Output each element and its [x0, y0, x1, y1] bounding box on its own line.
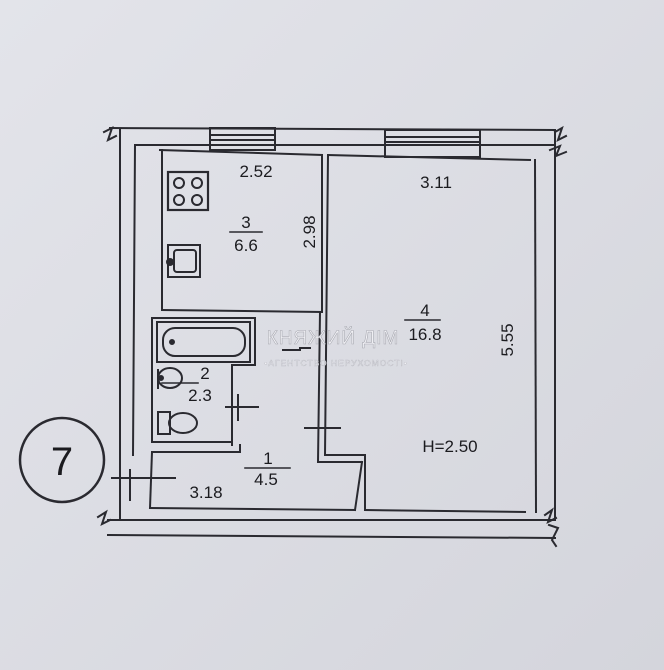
bathtub-icon: [156, 321, 251, 363]
room-2-number: 2: [200, 364, 209, 383]
room-4-number: 4: [420, 301, 429, 320]
door-marks: [111, 344, 341, 501]
plan-number-badge: 7: [18, 416, 106, 504]
outer-walls: [106, 126, 557, 540]
kitchen-walls: [160, 149, 324, 314]
label-underlines: [161, 231, 441, 469]
dimension-hall-width: 3.18: [189, 483, 222, 502]
room-3-number: 3: [241, 213, 250, 232]
window-kitchen: [209, 127, 276, 151]
dimension-kitchen-width: 2.52: [239, 162, 272, 181]
dimension-room-depth: 5.55: [498, 323, 517, 356]
dimension-kitchen-depth: 2.98: [300, 215, 319, 248]
room-3-area: 6.6: [234, 236, 258, 255]
watermark-brand: КНЯЖИЙ ДІМ: [267, 327, 400, 349]
kitchen-sink-icon: [166, 244, 201, 278]
agency-watermark: КНЯЖИЙ ДІМ •АГЕНТСТВО НЕРУХОМОСТІ•: [264, 327, 407, 368]
partition-wall: [316, 153, 366, 512]
window-room: [384, 129, 481, 158]
wall-break-marks: [96, 125, 568, 548]
room-2-area: 2.3: [188, 386, 212, 405]
dimension-room-width: 3.11: [420, 173, 452, 192]
room-1-area: 4.5: [254, 470, 278, 489]
room-4-area: 16.8: [408, 325, 441, 344]
room-1-number: 1: [263, 449, 272, 468]
watermark-subtitle: •АГЕНТСТВО НЕРУХОМОСТІ•: [264, 358, 407, 368]
hall-walls: [148, 444, 241, 510]
ceiling-height: H=2.50: [422, 437, 477, 456]
toilet-icon: [157, 411, 198, 435]
bathroom-walls: [151, 317, 256, 446]
washbasin-icon: [157, 367, 183, 389]
stove-icon: [166, 170, 210, 212]
plan-number: 7: [51, 440, 73, 484]
